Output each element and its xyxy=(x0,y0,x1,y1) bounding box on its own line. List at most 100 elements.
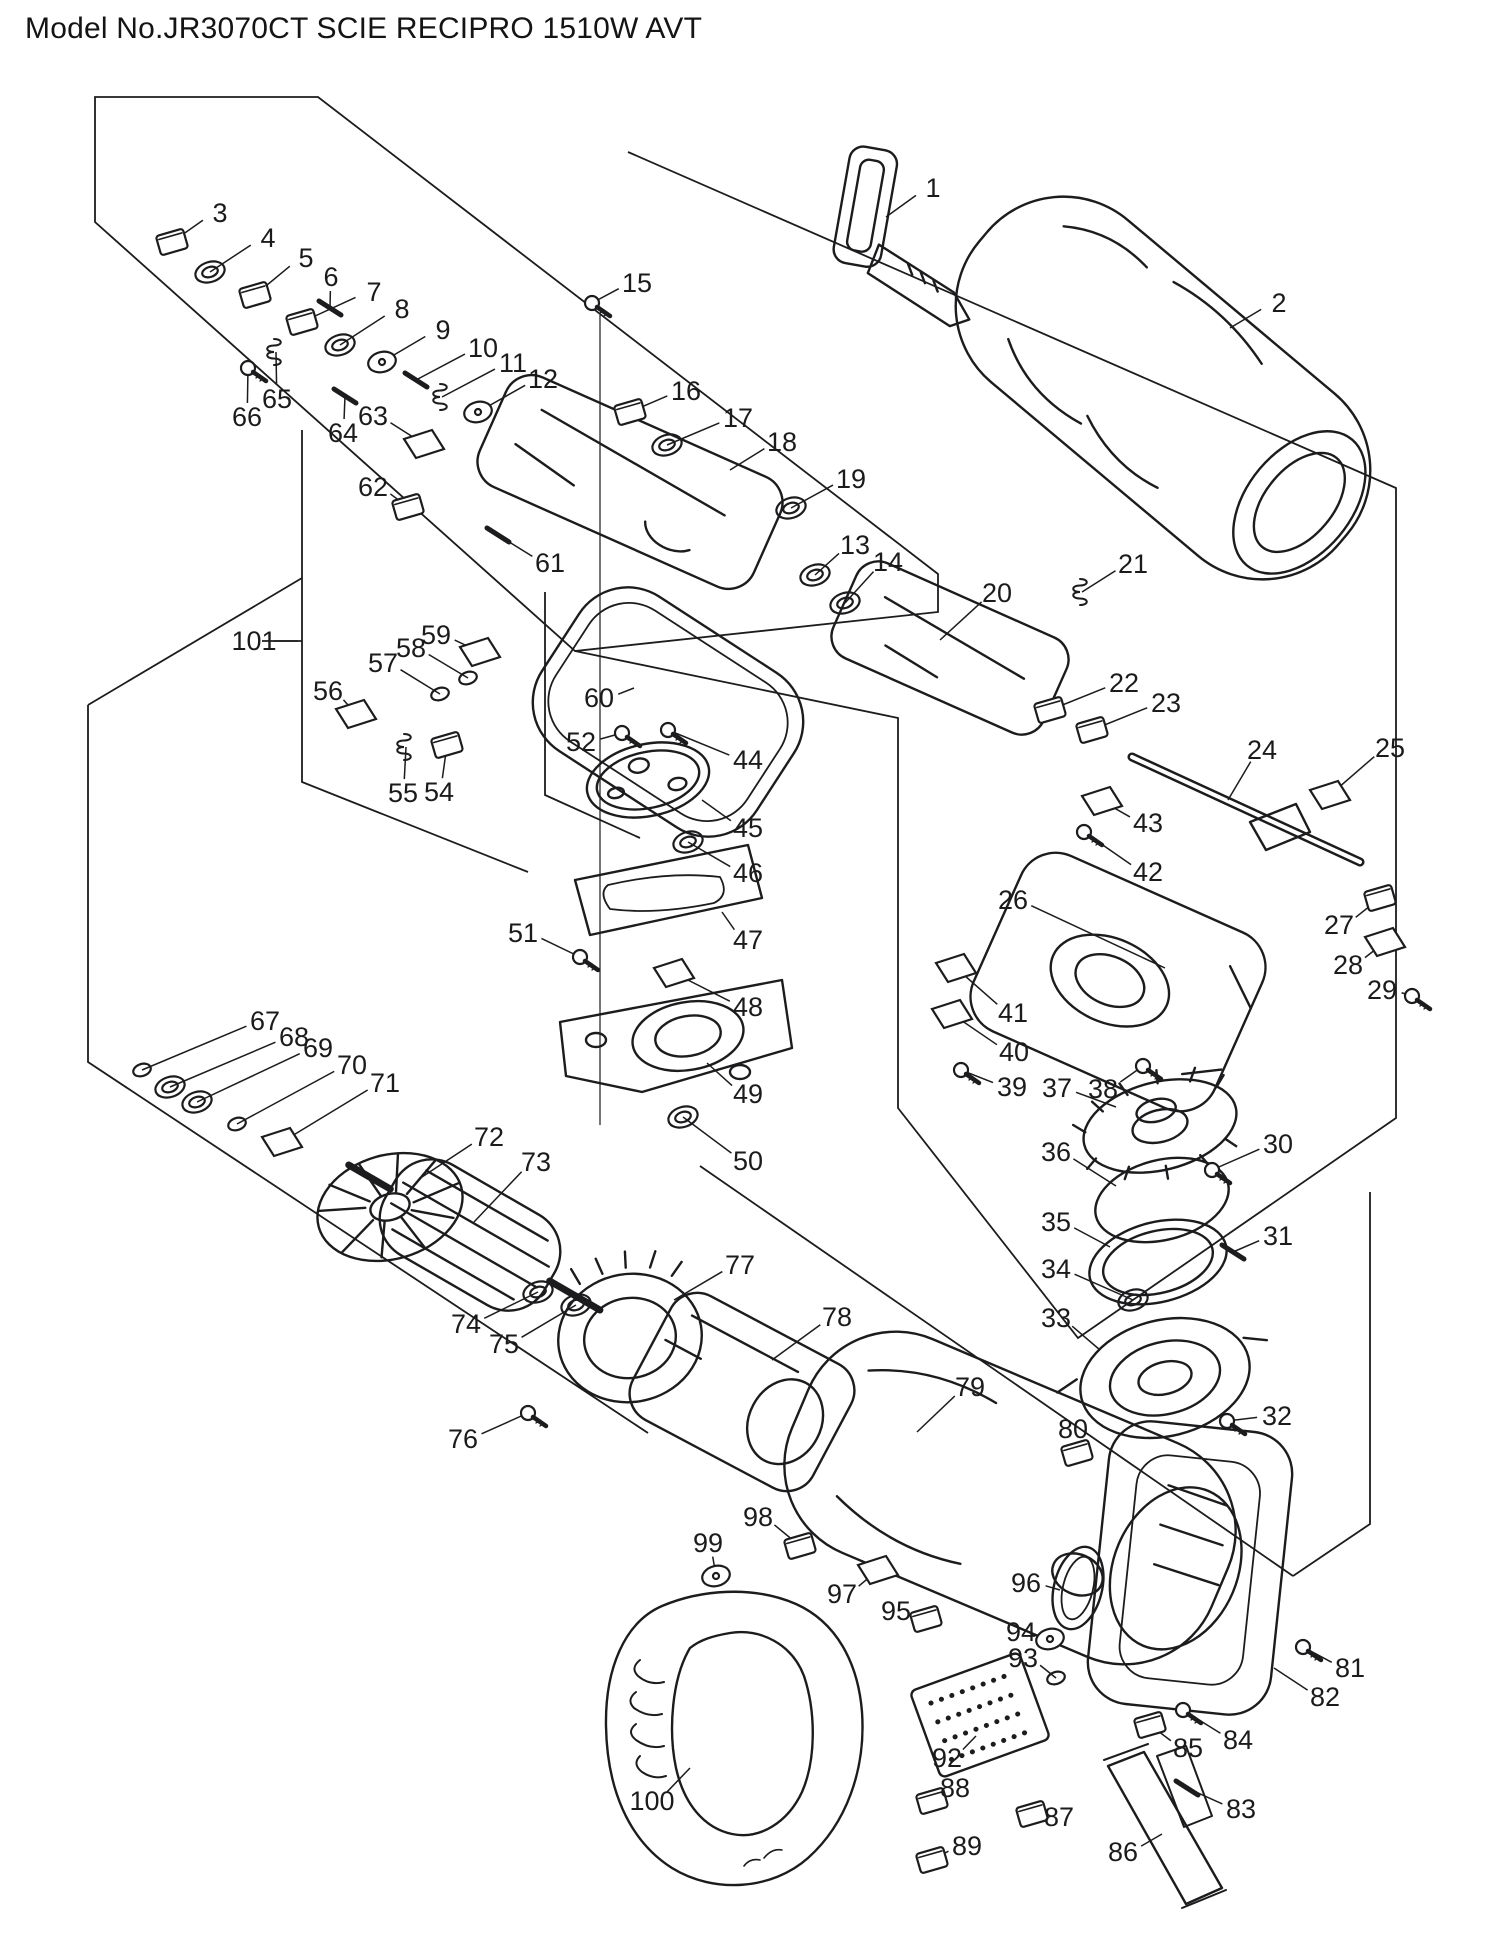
part-label-28: 28 xyxy=(1333,950,1363,980)
part-label-26: 26 xyxy=(998,885,1028,915)
leader-line-8 xyxy=(339,315,386,346)
part-glyph-ring_s xyxy=(1046,1670,1066,1686)
part-glyph-block xyxy=(238,281,272,309)
part-label-30: 30 xyxy=(1263,1129,1293,1159)
leader-line-1 xyxy=(885,194,917,218)
part-shape-60 xyxy=(531,586,805,838)
part-label-79: 79 xyxy=(955,1372,985,1402)
part-glyph-block xyxy=(1033,696,1067,724)
grouping-boxes xyxy=(87,96,1397,1577)
leader-line-92 xyxy=(962,1735,977,1751)
part-label-67: 67 xyxy=(250,1006,280,1036)
part-glyph-screw xyxy=(1075,823,1105,848)
part-label-39: 39 xyxy=(997,1072,1027,1102)
part-label-16: 16 xyxy=(671,376,701,406)
part-label-14: 14 xyxy=(873,547,903,577)
part-shape-33 xyxy=(1056,1316,1269,1440)
part-glyph-ring_s xyxy=(458,670,478,686)
part-label-63: 63 xyxy=(358,401,388,431)
leader-line-26 xyxy=(1030,905,1166,969)
part-glyph-screw xyxy=(952,1061,982,1086)
part-glyph-disc xyxy=(367,350,397,374)
leader-line-78 xyxy=(771,1324,821,1361)
part-label-92: 92 xyxy=(932,1743,962,1773)
part-label-81: 81 xyxy=(1335,1653,1365,1683)
part-glyph-spring xyxy=(396,733,412,761)
part-glyph-screw xyxy=(1294,1638,1324,1663)
leader-line-2 xyxy=(1229,308,1262,329)
part-glyph-block xyxy=(1075,716,1109,744)
part-label-56: 56 xyxy=(313,676,343,706)
group-box-bottom-right xyxy=(699,1165,1371,1577)
part-label-80: 80 xyxy=(1058,1414,1088,1444)
part-shape-86 xyxy=(1103,1743,1227,1909)
leader-line-13 xyxy=(814,552,840,576)
part-shape-45 xyxy=(585,741,711,819)
leader-line-45 xyxy=(701,799,732,822)
part-label-37: 37 xyxy=(1042,1073,1072,1103)
part-glyph-plate xyxy=(930,998,974,1030)
leader-line-68 xyxy=(169,1041,276,1088)
leader-line-76 xyxy=(481,1412,529,1435)
leader-line-73 xyxy=(473,1171,523,1223)
leader-line-75 xyxy=(521,1304,577,1338)
leader-line-10 xyxy=(415,353,466,381)
part-label-31: 31 xyxy=(1263,1221,1293,1251)
part-glyph-plate xyxy=(856,1554,900,1586)
part-glyph-block xyxy=(783,1532,817,1560)
part-label-27: 27 xyxy=(1324,910,1354,940)
part-glyph-ring xyxy=(560,1293,592,1317)
part-glyph-spring xyxy=(1072,578,1088,606)
leader-line-49 xyxy=(706,1062,733,1087)
part-label-68: 68 xyxy=(279,1022,309,1052)
part-label-70: 70 xyxy=(337,1050,367,1080)
part-label-1: 1 xyxy=(925,173,940,203)
part-label-51: 51 xyxy=(508,918,538,948)
leader-line-60 xyxy=(617,687,635,695)
leader-line-70 xyxy=(236,1070,335,1125)
part-label-50: 50 xyxy=(733,1146,763,1176)
leader-line-82 xyxy=(1273,1667,1309,1691)
part-glyph-block xyxy=(613,398,647,426)
part-shape-92 xyxy=(910,1652,1050,1778)
leader-line-74 xyxy=(483,1291,539,1319)
part-glyph-ring xyxy=(829,591,861,615)
part-glyph-block xyxy=(391,493,425,521)
part-label-24: 24 xyxy=(1247,735,1277,765)
leader-line-35 xyxy=(1073,1227,1111,1248)
part-shape-37 xyxy=(1071,1066,1238,1181)
part-glyph-block xyxy=(285,308,319,336)
leader-line-18 xyxy=(729,448,765,471)
part-label-101: 101 xyxy=(231,626,276,656)
part-glyph-disc xyxy=(463,400,493,424)
leader-line-50 xyxy=(682,1116,732,1154)
leader-line-44 xyxy=(667,729,730,756)
part-label-77: 77 xyxy=(725,1250,755,1280)
part-glyph-screw xyxy=(239,359,269,384)
part-shape-18 xyxy=(476,373,784,591)
leader-line-67 xyxy=(141,1025,247,1071)
part-shape-49 xyxy=(558,978,794,1094)
part-glyph-plate xyxy=(402,428,446,460)
part-glyph-pin xyxy=(316,298,344,318)
part-glyph-block xyxy=(915,1846,949,1874)
part-label-73: 73 xyxy=(521,1147,551,1177)
part-shape-1 xyxy=(832,145,971,328)
part-label-5: 5 xyxy=(298,243,313,273)
part-glyph-plate xyxy=(458,636,502,668)
part-glyph-block xyxy=(1363,884,1397,912)
part-label-49: 49 xyxy=(733,1079,763,1109)
part-shape-82 xyxy=(1086,1420,1294,1716)
part-label-64: 64 xyxy=(328,418,358,448)
part-label-60: 60 xyxy=(584,683,614,713)
leader-line-46 xyxy=(687,841,731,868)
part-label-15: 15 xyxy=(622,268,652,298)
diagram-title: Model No.JR3070CT SCIE RECIPRO 1510W AVT xyxy=(25,12,703,45)
part-label-9: 9 xyxy=(435,315,450,345)
part-label-18: 18 xyxy=(767,427,797,457)
part-label-20: 20 xyxy=(982,578,1012,608)
part-shape-47 xyxy=(573,843,764,937)
part-glyph-block xyxy=(430,731,464,759)
part-label-85: 85 xyxy=(1173,1733,1203,1763)
